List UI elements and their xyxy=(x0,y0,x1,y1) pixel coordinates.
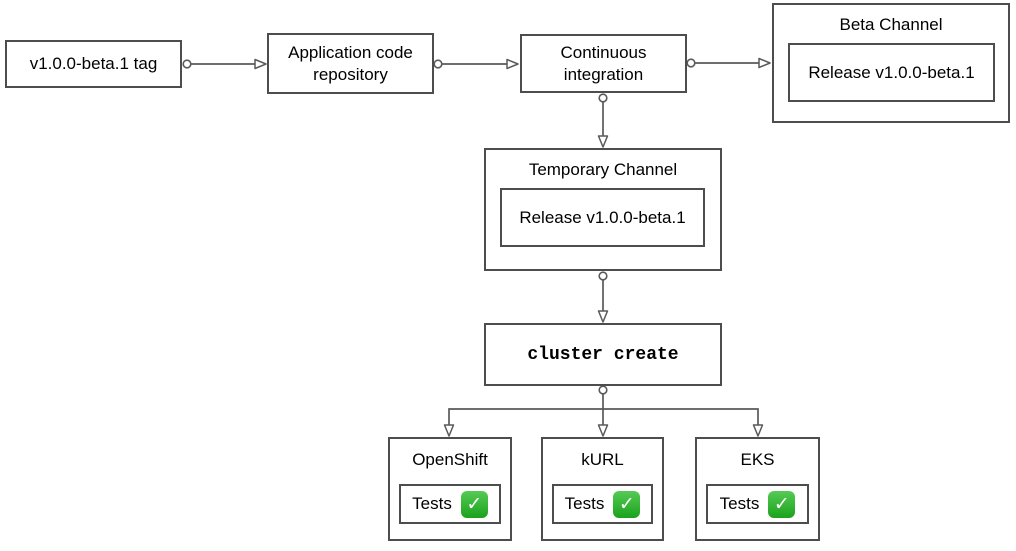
eks-title: EKS xyxy=(740,450,775,469)
connector-repo-to-ci xyxy=(433,58,519,70)
application-code-repository-box: Application code repository xyxy=(267,33,434,94)
check-icon xyxy=(768,490,796,518)
continuous-integration-box: Continuous integration xyxy=(520,34,687,93)
kurl-box: kURL Tests xyxy=(541,437,664,541)
openshift-tests-label: Tests xyxy=(412,494,452,513)
connector-temp-to-cluster xyxy=(597,271,609,323)
kurl-tests-label: Tests xyxy=(564,494,605,513)
cluster-create-label: cluster create xyxy=(527,344,679,365)
openshift-box: OpenShift Tests xyxy=(388,437,512,541)
beta-channel-container: Beta Channel Release v1.0.0-beta.1 xyxy=(772,3,1010,123)
eks-box: EKS Tests xyxy=(695,437,820,541)
connector-tag-to-repo xyxy=(182,58,267,70)
temporary-release-label: Release v1.0.0-beta.1 xyxy=(519,207,686,227)
check-icon xyxy=(460,490,488,518)
cluster-create-box: cluster create xyxy=(484,323,722,386)
temporary-channel-title: Temporary Channel xyxy=(528,160,678,179)
connector-ci-to-temp xyxy=(597,93,609,148)
check-icon xyxy=(613,490,641,518)
connector-cluster-branch xyxy=(443,385,764,437)
temporary-channel-container: Temporary Channel Release v1.0.0-beta.1 xyxy=(484,148,722,271)
openshift-title: OpenShift xyxy=(412,450,488,469)
connector-ci-to-beta xyxy=(686,57,771,69)
version-tag-label: v1.0.0-beta.1 tag xyxy=(29,54,158,74)
eks-tests-label: Tests xyxy=(719,494,760,513)
beta-release-box: Release v1.0.0-beta.1 xyxy=(788,43,995,102)
temporary-release-box: Release v1.0.0-beta.1 xyxy=(500,188,705,247)
kurl-tests-box: Tests xyxy=(552,484,653,524)
kurl-title: kURL xyxy=(581,450,624,469)
application-code-repository-label: Application code repository xyxy=(288,43,413,84)
continuous-integration-label: Continuous integration xyxy=(560,43,647,84)
openshift-tests-box: Tests xyxy=(399,484,501,524)
eks-tests-box: Tests xyxy=(706,484,809,524)
version-tag-box: v1.0.0-beta.1 tag xyxy=(5,40,182,88)
beta-release-label: Release v1.0.0-beta.1 xyxy=(808,62,975,82)
beta-channel-title: Beta Channel xyxy=(839,15,943,34)
